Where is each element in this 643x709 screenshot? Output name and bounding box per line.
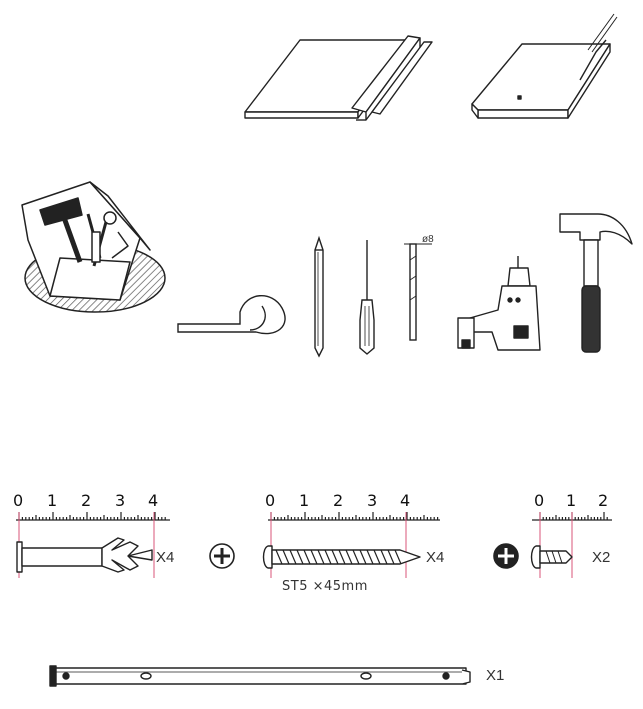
- screw-thread: [387, 549, 395, 565]
- pencil-icon: [314, 235, 324, 358]
- toolbox-icon: [21, 181, 166, 313]
- mounting-rail-icon: [49, 665, 471, 687]
- screw-spec: ST5 ×45mm: [282, 579, 368, 594]
- screw-thread: [338, 549, 346, 565]
- screw-quantity: X4: [426, 549, 444, 566]
- phillips-head-filled-icon: [493, 543, 519, 569]
- phillips-head-icon: [209, 543, 235, 569]
- drill-bit-label: ø8: [422, 234, 434, 245]
- drill-bit-icon: ø8: [404, 234, 434, 341]
- screw-thread: [394, 549, 402, 565]
- screw-thread: [331, 549, 339, 565]
- panel-with-bracket-illustration: [244, 35, 433, 121]
- tape-measure-icon: [177, 294, 286, 335]
- small-screw-quantity: X2: [592, 549, 610, 566]
- ruler-anchor: [16, 512, 170, 578]
- screwdriver-icon: [359, 240, 375, 355]
- screw-thread: [275, 549, 283, 565]
- rail-quantity: X1: [486, 667, 504, 684]
- ruler-screw-tick-1: 1: [299, 491, 309, 510]
- screw-thread: [345, 549, 353, 565]
- ruler-anchor-tick-2: 2: [81, 491, 91, 510]
- ruler-screw: [268, 512, 440, 578]
- ruler-anchor-tick-0: 0: [13, 491, 23, 510]
- hammer-icon: [559, 213, 633, 353]
- ruler-anchor-tick-4: 4: [148, 491, 158, 510]
- ruler-small-screw-tick-0: 0: [534, 491, 544, 510]
- ruler-screw-tick-0: 0: [265, 491, 275, 510]
- screw-thread: [310, 549, 318, 565]
- ruler-small-screw: [532, 512, 612, 578]
- screw-thread: [317, 549, 325, 565]
- wall-anchor-icon: [16, 537, 153, 573]
- ruler-anchor-tick-1: 1: [47, 491, 57, 510]
- device-with-cable-illustration: [471, 13, 618, 119]
- ruler-screw-tick-4: 4: [400, 491, 410, 510]
- screw-thread: [380, 549, 388, 565]
- screw-thread: [366, 549, 374, 565]
- ruler-small-screw-tick-1: 1: [566, 491, 576, 510]
- ruler-screw-tick-2: 2: [333, 491, 343, 510]
- small-screw-icon: [530, 545, 573, 569]
- screw-thread: [289, 549, 297, 565]
- screw-thread: [296, 549, 304, 565]
- ruler-anchor-tick-3: 3: [115, 491, 125, 510]
- screw-thread: [352, 549, 360, 565]
- ruler-screw-tick-3: 3: [367, 491, 377, 510]
- screw-thread: [373, 549, 381, 565]
- ruler-small-screw-tick-2: 2: [598, 491, 608, 510]
- screw-thread: [324, 549, 332, 565]
- long-screw-icon: [262, 545, 421, 569]
- screw-thread: [303, 549, 311, 565]
- anchor-quantity: X4: [156, 549, 174, 566]
- power-drill-icon: [457, 256, 541, 351]
- screw-thread: [359, 549, 367, 565]
- screw-thread: [282, 549, 290, 565]
